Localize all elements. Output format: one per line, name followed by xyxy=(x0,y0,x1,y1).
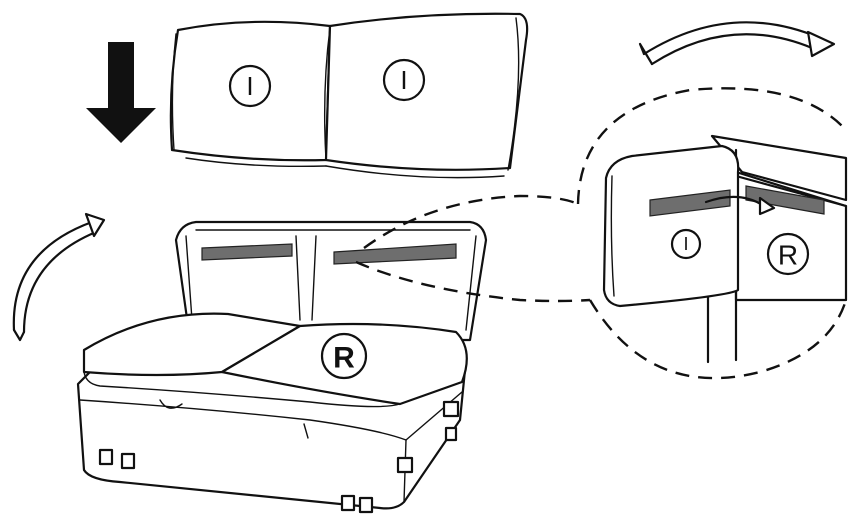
detail-inset: I R xyxy=(604,136,846,362)
back-cushion-pair: I I xyxy=(171,14,527,178)
detail-left-label: I xyxy=(683,234,688,254)
seat-right-label: R xyxy=(333,342,355,375)
cushion-right-label: I xyxy=(400,65,407,95)
cushion-left-label: I xyxy=(246,71,253,101)
detail-right-label: R xyxy=(778,240,798,271)
curved-arrow-icon xyxy=(14,214,104,340)
curved-arrow-icon xyxy=(640,22,834,64)
down-arrow-icon xyxy=(86,42,156,143)
sofa-body: R xyxy=(78,222,486,512)
